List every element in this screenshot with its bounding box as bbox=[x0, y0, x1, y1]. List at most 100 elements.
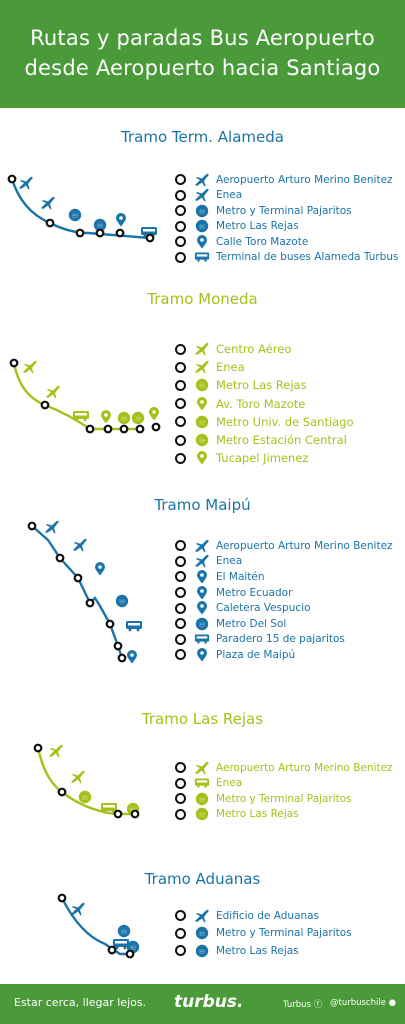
metro-icon: ⁝⁝⁝ bbox=[194, 807, 210, 821]
stop-ring-icon bbox=[175, 633, 186, 645]
metro-icon: ⁝⁝⁝ bbox=[194, 433, 210, 447]
metro-icon: ⁝⁝⁝ bbox=[194, 415, 210, 429]
stop-ring-icon bbox=[175, 434, 186, 446]
route-stop-dot bbox=[57, 787, 67, 797]
stop-ring-icon bbox=[175, 379, 186, 391]
route-stop-dot bbox=[130, 809, 140, 819]
stop-item: ⁝⁝⁝Metro y Terminal Pajaritos bbox=[175, 203, 398, 219]
route-stop-dot bbox=[40, 400, 50, 410]
svg-text:⁝⁝⁝: ⁝⁝⁝ bbox=[199, 948, 205, 955]
stop-ring-icon bbox=[175, 236, 186, 248]
facebook-link[interactable]: Turbus ⓕ bbox=[283, 1000, 323, 1010]
header-title-line1: Rutas y paradas Bus Aeropuerto bbox=[30, 26, 375, 50]
svg-text:⁝⁝⁝: ⁝⁝⁝ bbox=[199, 419, 205, 426]
plane-icon bbox=[194, 173, 210, 187]
section-title: Tramo Las Rejas bbox=[141, 710, 264, 728]
stop-ring-icon bbox=[175, 416, 186, 428]
stop-ring-icon bbox=[175, 793, 186, 805]
stop-ring-icon bbox=[175, 927, 186, 939]
stop-ring-icon bbox=[175, 174, 186, 186]
stop-label: Caletera Vespucio bbox=[216, 602, 311, 615]
route-stop-dot bbox=[75, 228, 85, 238]
route-map: ⁝⁝⁝ ⁝⁝⁝ bbox=[57, 893, 140, 959]
svg-text:⁝⁝⁝: ⁝⁝⁝ bbox=[130, 945, 136, 952]
route-stop-dot bbox=[125, 949, 135, 959]
metro-icon: ⁝⁝⁝ bbox=[194, 617, 210, 631]
metro-icon: ⁝⁝⁝ bbox=[194, 792, 210, 806]
footer-banner: Estar cerca, llegar lejos. turbus. Turbu… bbox=[0, 984, 405, 1024]
metro-icon: ⁝⁝⁝ bbox=[194, 378, 210, 392]
pin-icon bbox=[101, 410, 111, 424]
stop-item: Enea bbox=[175, 776, 393, 792]
stop-label: Metro Las Rejas bbox=[216, 378, 307, 393]
pin-icon bbox=[127, 650, 137, 664]
svg-text:⁝⁝⁝: ⁝⁝⁝ bbox=[199, 224, 205, 231]
route-stop-dot bbox=[103, 424, 113, 434]
svg-text:⁝⁝⁝: ⁝⁝⁝ bbox=[97, 223, 103, 230]
stop-ring-icon bbox=[175, 762, 186, 774]
stop-ring-icon bbox=[175, 571, 186, 583]
stop-ring-icon bbox=[175, 777, 186, 789]
stop-item: Enea bbox=[175, 554, 393, 570]
svg-text:⁝⁝⁝: ⁝⁝⁝ bbox=[121, 929, 127, 936]
turbus-logo[interactable]: turbus. bbox=[174, 992, 244, 1012]
stop-label: Metro Las Rejas bbox=[216, 808, 299, 821]
section-title: Tramo Term. Alameda bbox=[121, 128, 284, 146]
bus-icon bbox=[113, 939, 129, 950]
section-tramo-maipu: Tramo Maipú ⁝⁝⁝ Aeropuerto Arturo Merino… bbox=[0, 496, 405, 696]
stop-label: Enea bbox=[216, 555, 243, 568]
section-tramo-las-rejas: Tramo Las Rejas ⁝⁝⁝⁝⁝⁝ Aeropuerto Arturo… bbox=[0, 710, 405, 840]
route-stop-dot bbox=[113, 809, 123, 819]
footer-slogan: Estar cerca, llegar lejos. bbox=[14, 996, 147, 1009]
stop-item: ⁝⁝⁝Metro Del Sol bbox=[175, 616, 393, 632]
stop-label: Aeropuerto Arturo Merino Benitez bbox=[216, 539, 393, 552]
stop-label: Centro Aéreo bbox=[216, 342, 292, 357]
plane-icon bbox=[194, 909, 210, 923]
route-stop-dot bbox=[113, 641, 123, 651]
stop-item: ⁝⁝⁝Metro Univ. de Santiago bbox=[175, 413, 354, 431]
route-stop-dot bbox=[135, 424, 145, 434]
bus-icon bbox=[194, 632, 210, 646]
pin-icon bbox=[194, 569, 210, 584]
route-line bbox=[36, 747, 135, 816]
route-stop-dot bbox=[105, 619, 115, 629]
plane-icon bbox=[73, 538, 87, 552]
stop-ring-icon bbox=[175, 205, 186, 217]
stop-label: Enea bbox=[216, 189, 243, 202]
plane-icon bbox=[45, 520, 59, 534]
route-stop-dot bbox=[117, 653, 127, 663]
pin-icon bbox=[194, 451, 210, 465]
route-stop-dot bbox=[73, 573, 83, 583]
stop-item: Tucapel Jimenez bbox=[175, 449, 354, 467]
twitter-link[interactable]: @turbuschile ● bbox=[330, 998, 397, 1008]
facebook-icon: ⓕ bbox=[313, 1000, 323, 1010]
plane-icon bbox=[49, 744, 63, 758]
metro-icon: ⁝⁝⁝ bbox=[194, 926, 210, 940]
metro-icon: ⁝⁝⁝ bbox=[68, 208, 82, 222]
pin-icon bbox=[194, 647, 210, 662]
pin-icon bbox=[194, 585, 210, 600]
stop-item: ⁝⁝⁝Metro y Terminal Pajaritos bbox=[175, 925, 352, 943]
svg-text:⁝⁝⁝: ⁝⁝⁝ bbox=[199, 621, 205, 628]
svg-text:⁝⁝⁝: ⁝⁝⁝ bbox=[199, 812, 205, 819]
stop-label: Metro Las Rejas bbox=[216, 220, 299, 233]
stop-item: Edificio de Aduanas bbox=[175, 907, 352, 925]
stop-label: Av. Toro Mazote bbox=[216, 396, 306, 411]
stop-item: Metro Ecuador bbox=[175, 585, 393, 601]
bus-icon bbox=[194, 776, 210, 790]
svg-text:⁝⁝⁝: ⁝⁝⁝ bbox=[199, 383, 205, 390]
stop-ring-icon bbox=[175, 945, 186, 957]
route-stop-dot bbox=[45, 218, 55, 228]
stop-ring-icon bbox=[175, 398, 186, 410]
stop-item: ⁝⁝⁝Metro Estación Central bbox=[175, 431, 354, 449]
pin-icon bbox=[116, 213, 126, 227]
stop-item: ⁝⁝⁝ Metro Las Rejas bbox=[175, 807, 393, 823]
stop-item: Aeropuerto Arturo Merino Benitez bbox=[175, 538, 393, 554]
route-stop-dot bbox=[7, 174, 17, 184]
stop-label: Tucapel Jimenez bbox=[216, 451, 309, 466]
route-stop-dot bbox=[145, 233, 155, 243]
metro-icon: ⁝⁝⁝ bbox=[93, 218, 107, 232]
stop-item: ⁝⁝⁝ Metro Las Rejas bbox=[175, 219, 398, 235]
